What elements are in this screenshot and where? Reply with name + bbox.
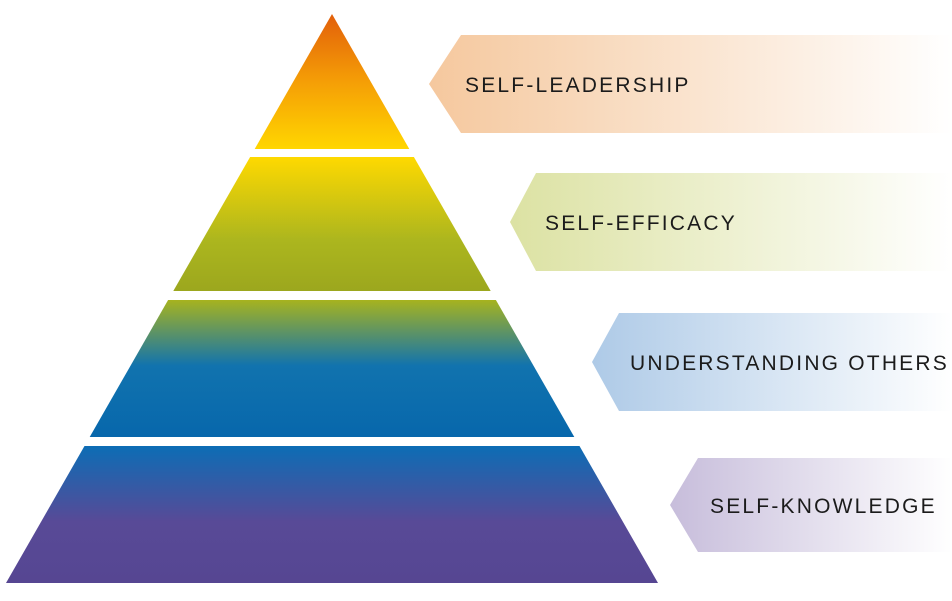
banner-self-knowledge (670, 458, 952, 552)
label-understanding-others: UNDERSTANDING OTHERS (630, 352, 949, 375)
pyramid-level-3-understanding-others (89, 300, 575, 437)
banner-self-efficacy (510, 173, 952, 271)
label-self-knowledge: SELF-KNOWLEDGE (710, 495, 937, 518)
banner-understanding-others (592, 313, 952, 411)
label-self-leadership: SELF-LEADERSHIP (465, 74, 691, 97)
pyramid-level-4-self-knowledge (6, 446, 658, 583)
pyramid-level-2-self-efficacy (173, 157, 491, 291)
pyramid-level-1-self-leadership (254, 14, 410, 149)
label-self-efficacy: SELF-EFFICACY (545, 212, 737, 235)
banner-self-leadership (429, 35, 952, 133)
